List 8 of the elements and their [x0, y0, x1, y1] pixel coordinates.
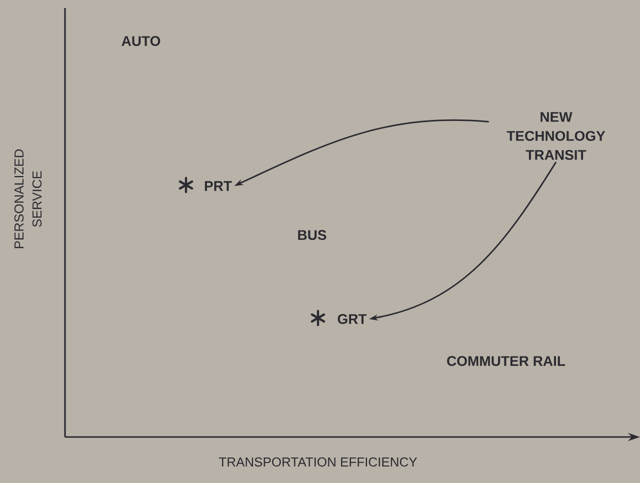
node-label: PRT: [204, 181, 232, 191]
region-label: COMMUTER RAIL: [447, 356, 566, 366]
region-label: AUTO: [122, 36, 160, 46]
region-label: BUS: [298, 230, 326, 240]
node-label: GRT: [338, 314, 367, 324]
axis-label: PERSONALIZED SERVICE: [14, 149, 42, 248]
axis-label: TRANSPORTATION EFFICIENCY: [219, 457, 418, 467]
node-label: NEW TECHNOLOGY TRANSIT: [506, 112, 606, 160]
